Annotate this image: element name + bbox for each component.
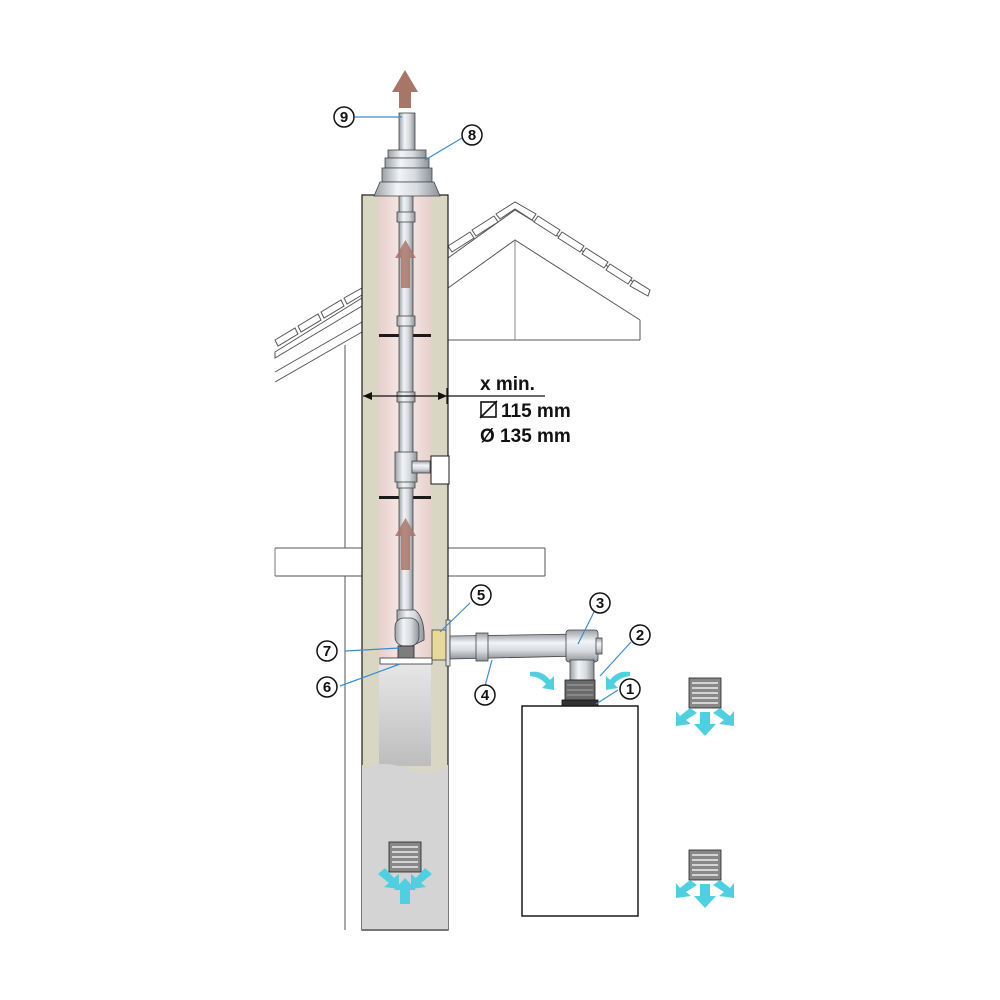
callout-3: 3	[589, 592, 611, 614]
exhaust-arrow-icon	[395, 240, 416, 288]
callout-leaders	[339, 116, 632, 705]
svg-text:7: 7	[323, 643, 331, 660]
fresh-air-arrow-icon	[530, 671, 554, 690]
chimney-cap	[373, 181, 441, 197]
svg-text:3: 3	[596, 595, 604, 612]
svg-text:1: 1	[626, 681, 634, 698]
exhaust-arrow-icon	[395, 518, 416, 570]
dimension-x-min	[363, 388, 545, 404]
roof-structure	[274, 201, 651, 930]
callout-1: 1	[619, 678, 641, 700]
boiler-flue-adapter	[564, 679, 596, 703]
callout-6: 6	[316, 676, 338, 698]
vent-grille-icon	[688, 849, 722, 881]
boiler-unit	[521, 705, 639, 917]
callout-9: 9	[333, 106, 355, 128]
vent-grille-icon	[688, 677, 722, 709]
fresh-air-arrow-icon	[606, 671, 630, 690]
exhaust-arrow-icon	[392, 70, 418, 108]
chimney-terminal	[373, 112, 441, 197]
flue-liner-pipe	[379, 194, 433, 665]
callout-2: 2	[629, 624, 651, 646]
fresh-air-arrow-icon	[676, 708, 734, 736]
svg-text:8: 8	[468, 127, 476, 144]
callout-7: 7	[316, 640, 338, 662]
square-symbol-icon	[479, 400, 498, 419]
dimension-label-xmin: x min.	[480, 374, 535, 395]
fresh-air-arrow-icon	[676, 880, 734, 908]
fresh-air-arrow-icon	[378, 868, 432, 904]
callout-4: 4	[474, 684, 496, 706]
svg-text:2: 2	[636, 627, 644, 644]
svg-text:6: 6	[323, 679, 331, 696]
svg-text:5: 5	[477, 587, 485, 604]
callout-5: 5	[470, 584, 492, 606]
vent-grille-icon	[388, 841, 422, 873]
svg-text:9: 9	[340, 109, 348, 126]
svg-text:4: 4	[481, 687, 490, 704]
dimension-label-square: 115 mm	[501, 401, 571, 422]
wall-rosette	[431, 629, 447, 661]
horizontal-connector	[431, 619, 603, 709]
dimension-label-round: Ø 135 mm	[480, 426, 571, 447]
callout-8: 8	[461, 124, 483, 146]
inspection-opening	[430, 455, 450, 485]
